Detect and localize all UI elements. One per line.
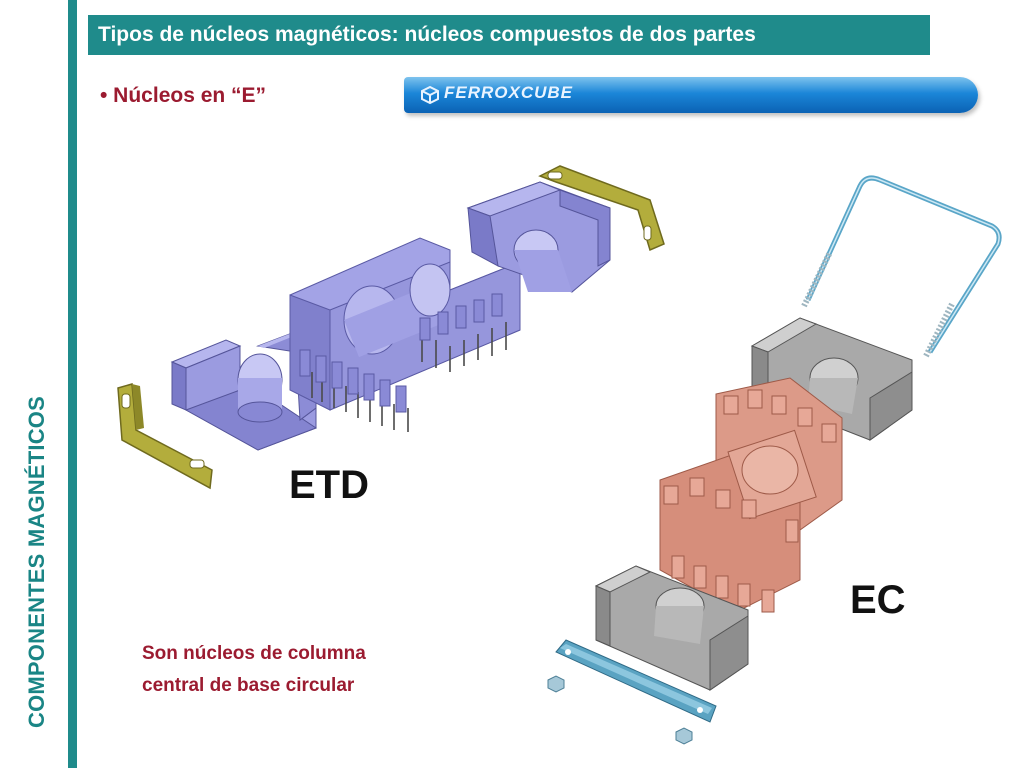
etd-bobbin (289, 237, 521, 432)
ferroxcube-logo-icon (421, 85, 439, 105)
etd-clip-left (117, 383, 213, 490)
description-line-2: central de base circular (142, 675, 355, 696)
slide-title: Tipos de núcleos magnéticos: núcleos com… (88, 15, 930, 55)
etd-core-right (466, 181, 611, 293)
etd-label: ETD (289, 463, 369, 507)
bullet-point: • Núcleos en “E” (100, 84, 267, 107)
side-accent-bar (68, 0, 77, 768)
ec-label: EC (850, 578, 906, 622)
etd-clip-right (538, 165, 665, 252)
description-text: Son núcleos de columna central de base c… (142, 638, 432, 702)
ferroxcube-banner: FERROXCUBE (404, 77, 978, 113)
description-line-1: Son núcleos de columna (142, 643, 366, 664)
ec-bottom-plate (547, 639, 717, 745)
ec-clamp-wire (801, 175, 1002, 358)
ec-bobbin (659, 377, 843, 613)
ec-core-bottom (594, 565, 749, 691)
brand-name: FERROXCUBE (444, 83, 574, 102)
